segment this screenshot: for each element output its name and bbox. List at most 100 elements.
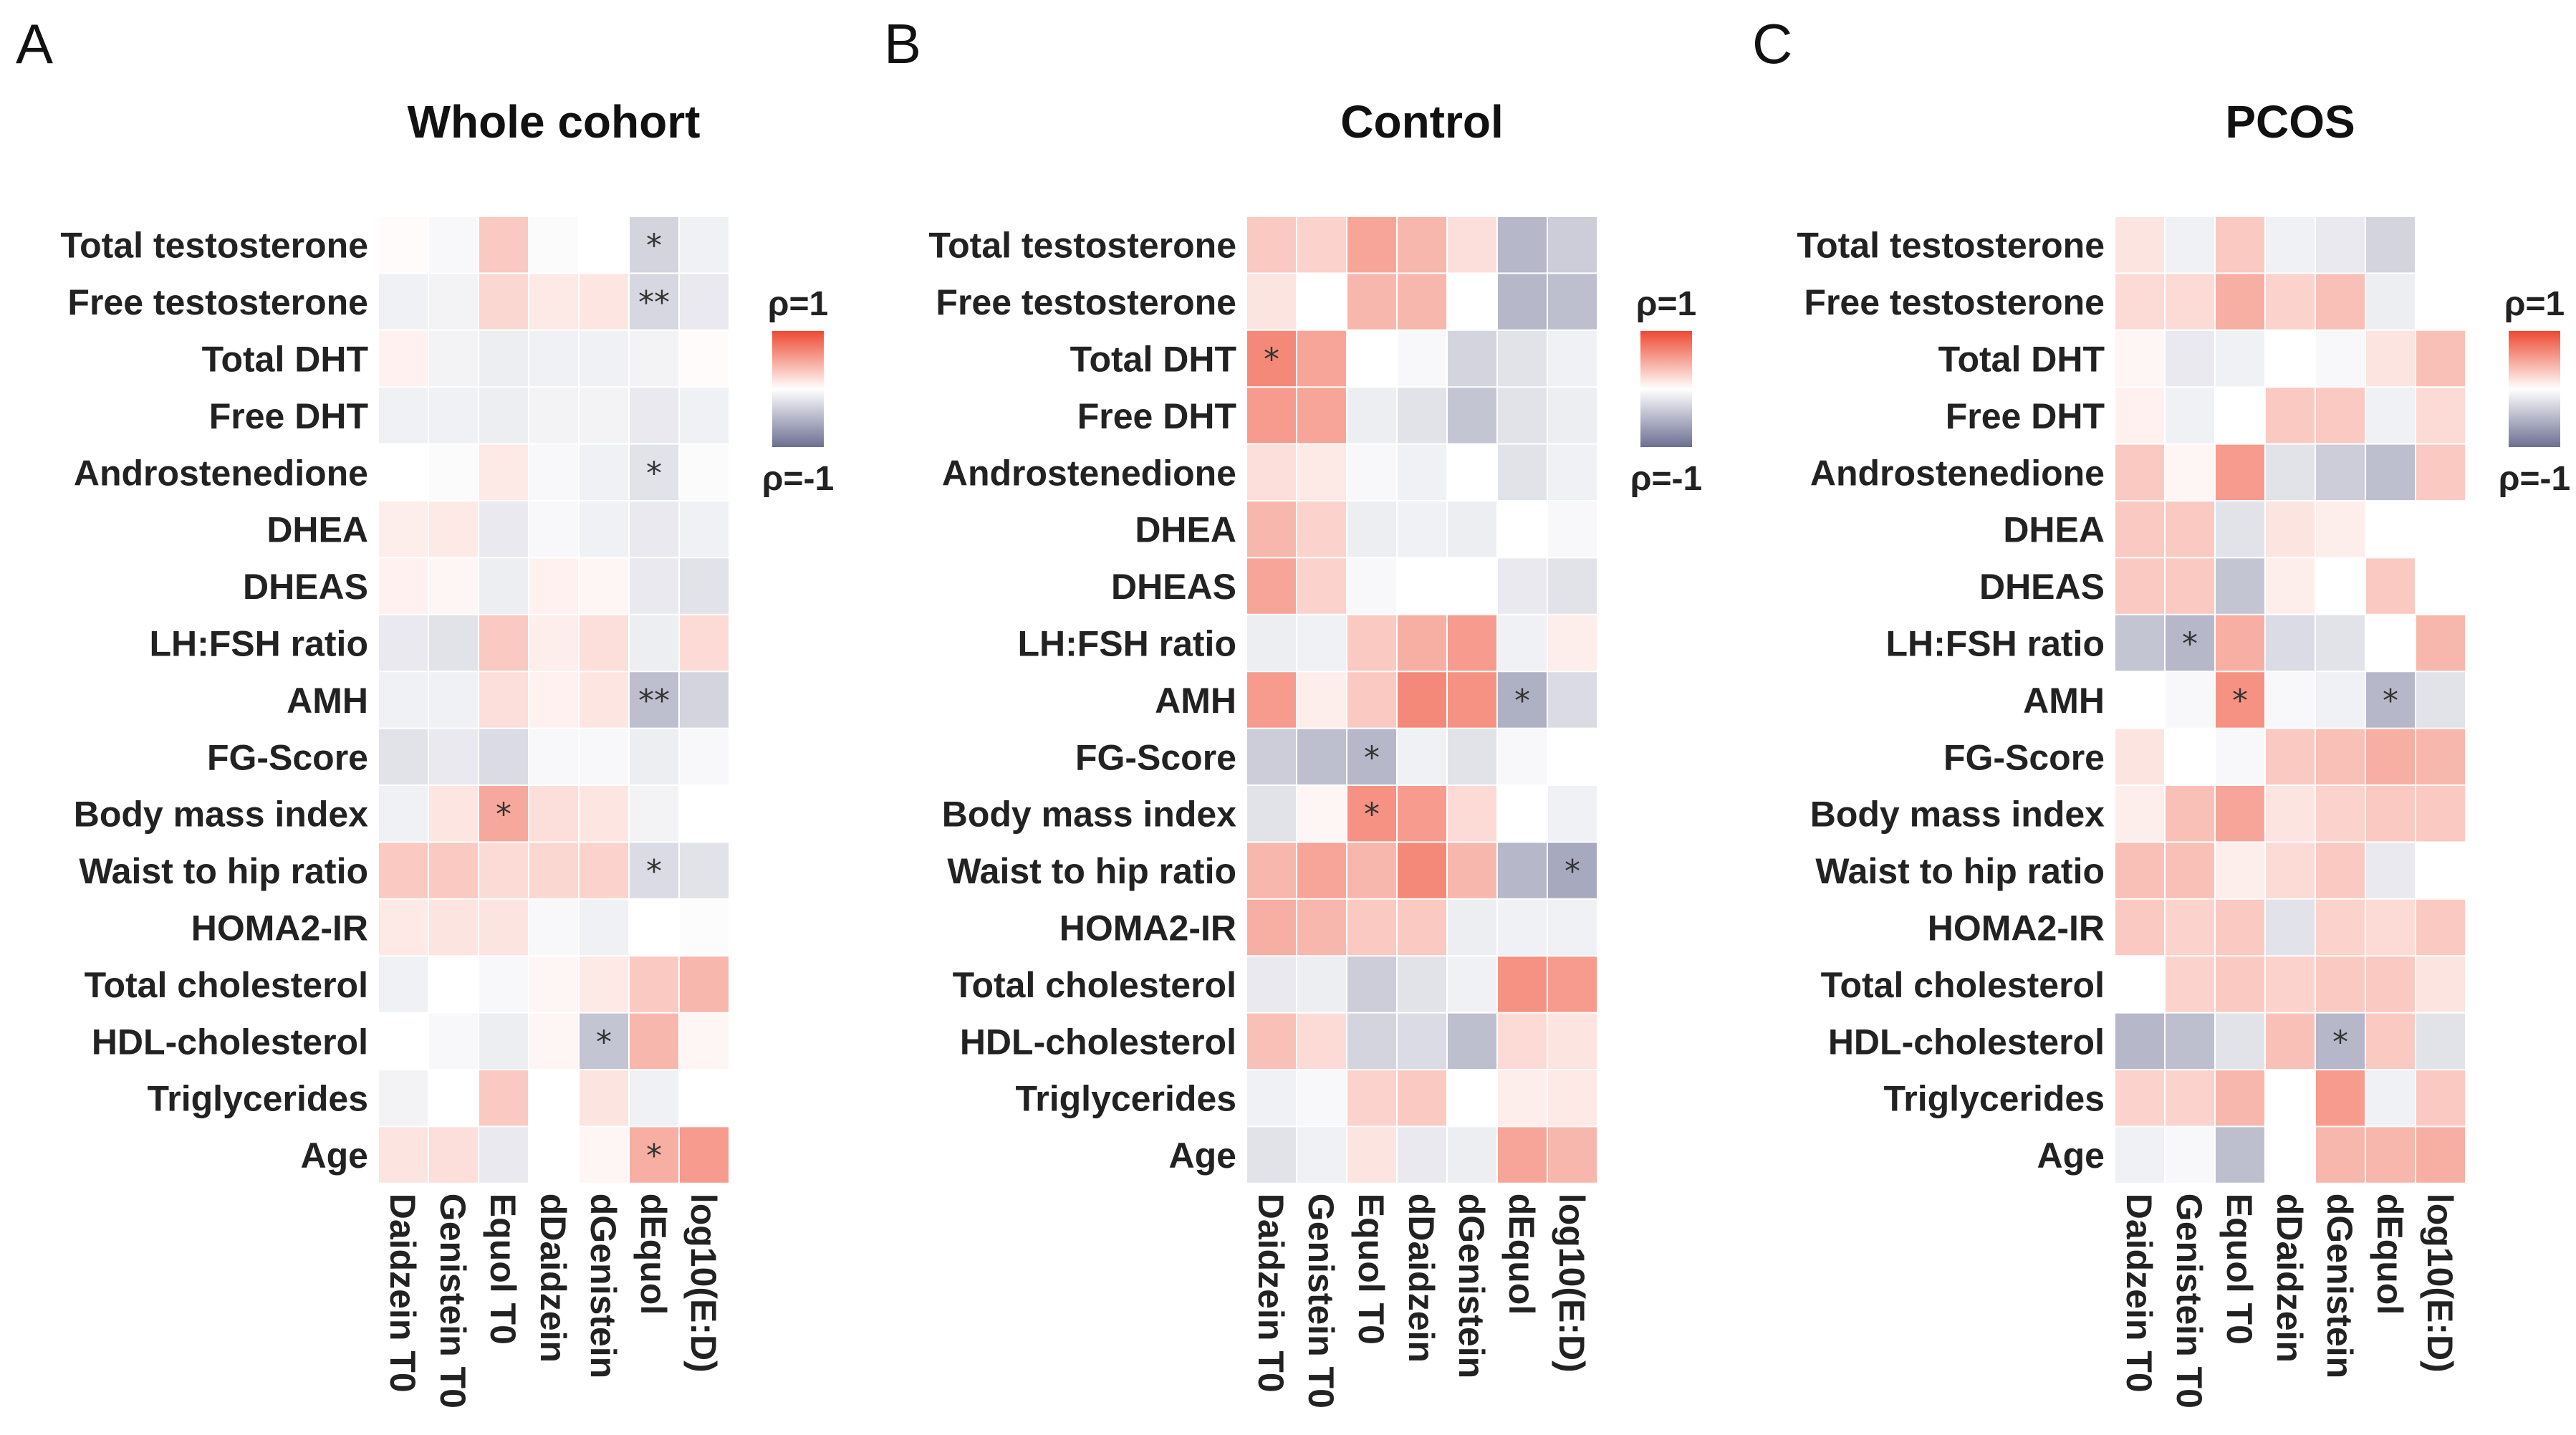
heatmap-cell (1246, 1012, 1297, 1070)
heatmap-cell (1246, 841, 1297, 900)
row-label: Age (1169, 1136, 1236, 1176)
legend-color-bar (1640, 331, 1692, 447)
heatmap-cell (2315, 1126, 2366, 1184)
heatmap-cell (1296, 1012, 1347, 1070)
heatmap-cell (2264, 443, 2316, 501)
heatmap-cell (2264, 1126, 2316, 1184)
row-label: Body mass index (74, 795, 368, 835)
heatmap-cell (478, 898, 529, 956)
heatmap-cell (1446, 386, 1498, 445)
heatmap-cell (1296, 216, 1347, 274)
heatmap-cell (2315, 500, 2366, 558)
heatmap-cell (478, 841, 529, 900)
heatmap-cell (2415, 216, 2466, 274)
heatmap-cell (2114, 898, 2166, 956)
heatmap-cell (2214, 898, 2266, 956)
heatmap-cell (678, 784, 730, 843)
heatmap-cell (2264, 272, 2316, 331)
heatmap-cell (578, 330, 630, 388)
heatmap-cell (2114, 955, 2166, 1014)
significance-star: * (646, 1138, 662, 1174)
heatmap-cell (1547, 443, 1598, 501)
heatmap-cell (1396, 671, 1448, 729)
heatmap-cell (1246, 216, 1297, 274)
heatmap-cell (578, 500, 630, 558)
heatmap-cell (478, 557, 529, 615)
heatmap-cell (2214, 386, 2266, 445)
heatmap-cell (1547, 272, 1598, 331)
heatmap-cell (478, 1012, 529, 1070)
heatmap-cell (1246, 784, 1297, 843)
heatmap-cell (678, 557, 730, 615)
row-label: Androstenedione (1810, 453, 2105, 493)
row-label: Total testosterone (1797, 226, 2105, 266)
heatmap-cell (2114, 386, 2166, 445)
heatmap-cell (378, 272, 429, 331)
heatmap-cell (2114, 841, 2166, 900)
heatmap-cell (1446, 728, 1498, 786)
significance-star: * (596, 1024, 612, 1060)
heatmap-cell (1296, 330, 1347, 388)
heatmap-cell (528, 784, 580, 843)
row-label: DHEA (2003, 510, 2105, 550)
heatmap-cell (1396, 955, 1448, 1014)
heatmap-cell (1547, 500, 1598, 558)
heatmap-cell (1346, 898, 1398, 956)
heatmap-cell (378, 1069, 429, 1127)
heatmap-cell (1496, 216, 1548, 274)
heatmap-cell (578, 898, 630, 956)
heatmap-cell (678, 1012, 730, 1070)
heatmap-cell (678, 386, 730, 445)
column-label: dDaidzein (533, 1194, 573, 1363)
heatmap-cell (2164, 841, 2216, 900)
heatmap-cell (2164, 784, 2216, 843)
heatmap-cell (2264, 557, 2316, 615)
heatmap-cell (378, 330, 429, 388)
heatmap-cell (2415, 955, 2466, 1014)
heatmap-cell (2415, 272, 2466, 331)
heatmap-cell (2114, 557, 2166, 615)
heatmap-cell (2315, 614, 2366, 672)
heatmap-cell (628, 614, 680, 672)
heatmap-cell (428, 500, 479, 558)
heatmap-cell (478, 614, 529, 672)
heatmap-cell (1246, 728, 1297, 786)
heatmap-cell (1246, 614, 1297, 672)
heatmap-cell (2114, 728, 2166, 786)
panel-letter-c: C (1752, 12, 1792, 75)
heatmap-cell (1547, 330, 1598, 388)
heatmap-cell (1496, 1069, 1548, 1127)
significance-star: * (1565, 853, 1580, 890)
heatmap-cell (478, 330, 529, 388)
significance-star: * (646, 455, 662, 491)
heatmap-cell (578, 1126, 630, 1184)
heatmap-cell (428, 898, 479, 956)
row-label: Free DHT (1946, 396, 2105, 436)
heatmap-cell (478, 955, 529, 1014)
heatmap-cell (2315, 386, 2366, 445)
heatmap-cell (2264, 841, 2316, 900)
heatmap-cell (528, 500, 580, 558)
heatmap-cell (1396, 614, 1448, 672)
heatmap-cell (478, 216, 529, 274)
heatmap-cell (2214, 955, 2266, 1014)
heatmap-cell (1396, 500, 1448, 558)
heatmap-cell (1547, 1126, 1598, 1184)
heatmap-cell (378, 1126, 429, 1184)
heatmap-cell (628, 671, 680, 729)
column-label: log10(E:D) (683, 1194, 724, 1373)
heatmap-cell (2114, 1126, 2166, 1184)
heatmap-cell (2164, 1126, 2216, 1184)
heatmap-cell (428, 784, 479, 843)
heatmap-cell (2365, 386, 2416, 445)
heatmap-cell (1296, 557, 1347, 615)
heatmap-cell (678, 898, 730, 956)
heatmap-cell (1446, 330, 1498, 388)
heatmap-cell (2415, 443, 2466, 501)
heatmap-cell (528, 671, 580, 729)
heatmap-cell (2365, 728, 2416, 786)
heatmap-cell (1547, 216, 1598, 274)
column-label: Genistein T0 (1301, 1194, 1341, 1408)
heatmap-cell (2264, 898, 2316, 956)
heatmap-cell (528, 841, 580, 900)
